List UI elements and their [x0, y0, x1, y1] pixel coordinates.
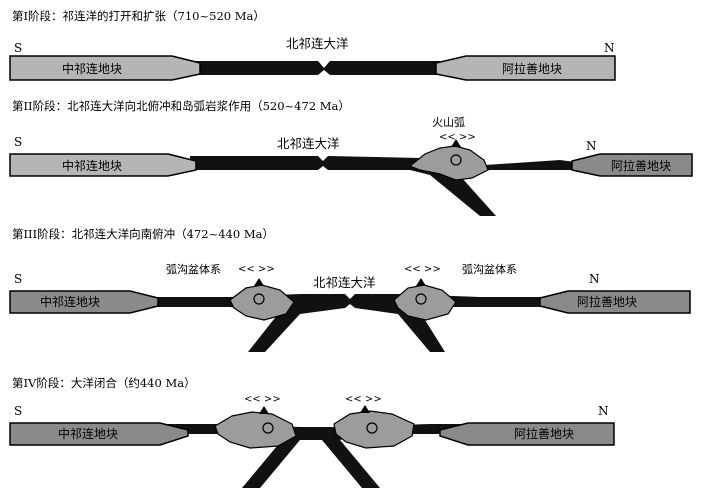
- stage-3-north-block-label: 阿拉善地块: [577, 294, 637, 309]
- stage-3-north-label: N: [589, 272, 600, 286]
- stage-1-title: 第I阶段：祁连洋的打开和扩张（710~520 Ma）: [12, 9, 265, 23]
- stage-4-left-magma-chamber: [262, 422, 274, 434]
- stage-3: 第III阶段：北祁连大洋向南俯冲（472~440 Ma） S N 北祁连大洋 弧…: [9, 227, 691, 352]
- stage-4-right-volcano-icon: [360, 405, 370, 413]
- stage-2-arc-label: 火山弧: [432, 115, 465, 129]
- stage-2: 第II阶段：北祁连大洋向北俯冲和岛弧岩浆作用（520~472 Ma） S N 北…: [9, 99, 693, 216]
- stage-3-right-arc-arrows: << >>: [404, 264, 441, 275]
- stage-3-right-system-label: 弧沟盆体系: [462, 262, 517, 276]
- stage-3-right-volcano-icon: [416, 278, 426, 286]
- stage-4: 第IV阶段：大洋闭合（约440 Ma） S N << >> << >> 中祁连地…: [9, 376, 615, 488]
- stage-3-ocean-label: 北祁连大洋: [313, 275, 376, 290]
- stage-2-north-label: N: [586, 139, 597, 153]
- stage-4-north-block: [439, 422, 615, 446]
- stage-4-south-label: S: [14, 404, 22, 418]
- stage-2-title: 第II阶段：北祁连大洋向北俯冲和岛弧岩浆作用（520~472 Ma）: [12, 99, 350, 113]
- stage-3-left-volcano-icon: [254, 278, 264, 286]
- stage-3-south-label: S: [14, 272, 22, 286]
- stage-1-north-label: N: [604, 41, 615, 55]
- stage-3-oceanic-crust: [150, 294, 545, 352]
- stage-2-ocean-label: 北祁连大洋: [277, 136, 340, 151]
- stage-1-south-block-label: 中祁连地块: [62, 61, 122, 76]
- stage-4-north-block-label: 阿拉善地块: [514, 426, 574, 441]
- stage-1-oceanic-crust: [196, 61, 440, 75]
- stage-4-right-magma-chamber: [366, 422, 378, 434]
- stage-2-magma-chamber: [450, 154, 462, 166]
- stage-1-north-block: [435, 55, 616, 81]
- stage-4-left-arc-arrows: << >>: [244, 394, 281, 405]
- stage-4-oceanic-crust: [140, 424, 470, 488]
- stage-4-south-block-label: 中祁连地块: [58, 426, 118, 441]
- stage-3-left-magma-chamber: [253, 293, 265, 305]
- stage-4-north-label: N: [598, 404, 609, 418]
- stage-2-arc-arrows: << >>: [439, 132, 476, 143]
- stage-3-north-block: [539, 290, 691, 314]
- stage-4-right-arc-arrows: << >>: [345, 394, 382, 405]
- stage-4-south-block: [9, 422, 189, 446]
- stage-2-south-label: S: [14, 135, 22, 149]
- stage-3-left-arc-arrows: << >>: [238, 264, 275, 275]
- stage-1-ocean-label: 北祁连大洋: [286, 36, 349, 51]
- stage-1-south-label: S: [14, 41, 22, 55]
- stage-2-south-block-label: 中祁连地块: [62, 158, 122, 173]
- stage-2-north-block-label: 阿拉善地块: [611, 158, 671, 173]
- stage-3-left-system-label: 弧沟盆体系: [166, 262, 221, 276]
- stage-4-left-volcano-icon: [259, 406, 269, 414]
- stage-4-title: 第IV阶段：大洋闭合（约440 Ma）: [12, 376, 196, 390]
- stage-3-south-block: [9, 290, 159, 314]
- stage-1-north-block-label: 阿拉善地块: [502, 61, 562, 76]
- stage-2-oceanic-crust: [190, 156, 575, 216]
- stage-1: 第I阶段：祁连洋的打开和扩张（710~520 Ma） S N 北祁连大洋 中祁连…: [9, 9, 616, 81]
- stage-2-volcanic-arc: [408, 145, 489, 181]
- stage-3-right-magma-chamber: [415, 293, 427, 305]
- stage-4-right-arc: [333, 410, 415, 449]
- stage-3-south-block-label: 中祁连地块: [40, 294, 100, 309]
- stage-3-title: 第III阶段：北祁连大洋向南俯冲（472~440 Ma）: [12, 227, 274, 241]
- stage-4-left-arc: [214, 411, 297, 449]
- stage-1-south-block: [9, 55, 201, 81]
- stage-2-volcano-icon: [451, 139, 461, 147]
- stage-2-south-block: [9, 153, 197, 177]
- stage-2-north-block: [571, 153, 693, 177]
